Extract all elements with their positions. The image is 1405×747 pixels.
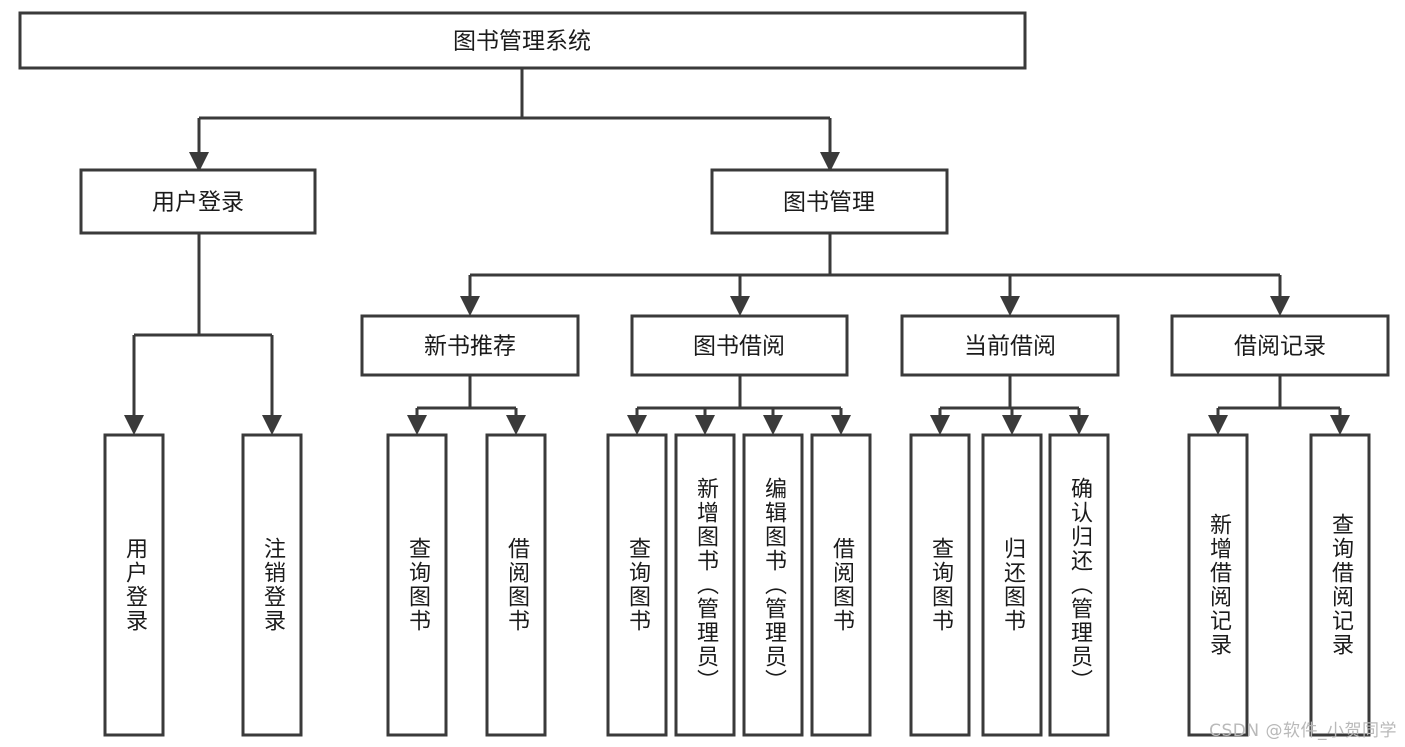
leaf-node-box[interactable]: [981, 433, 1043, 737]
node-user-login-box[interactable]: [79, 168, 317, 235]
leaf-node-box[interactable]: [742, 433, 804, 737]
node-book-borrow-label: 图书借阅: [693, 334, 785, 360]
edge-root-bus: [197, 68, 832, 152]
node-current-borrow-box[interactable]: [900, 314, 1120, 377]
node-book-management-box[interactable]: [710, 168, 949, 235]
leaf-node-box[interactable]: [1309, 433, 1371, 737]
arrow-rec-add: [1208, 415, 1228, 435]
arrow-rec-query: [1330, 415, 1350, 435]
node-new-book-recommend-label: 新书推荐: [424, 334, 516, 360]
edge-new-book-bus: [415, 375, 518, 418]
arrow-to-new-book: [460, 296, 480, 316]
edge-user-login-bus: [132, 233, 274, 415]
leaf-box-layer: [103, 433, 1371, 737]
connector-layer: [124, 68, 1350, 435]
leaf-node-box[interactable]: [386, 433, 448, 737]
edge-record-bus: [1216, 375, 1342, 418]
arrow-to-user-login: [189, 152, 209, 172]
node-root-label: 图书管理系统: [453, 29, 591, 55]
leaf-node-box[interactable]: [103, 433, 165, 737]
leaf-node-box[interactable]: [606, 433, 668, 737]
arrow-to-current-borrow: [1000, 296, 1020, 316]
arrow-bl-query: [627, 415, 647, 435]
arrow-to-borrow: [730, 296, 750, 316]
arrow-to-leaf-user-login: [124, 415, 144, 435]
arrow-bl-borrow: [831, 415, 851, 435]
arrow-to-borrow-record: [1270, 296, 1290, 316]
arrow-nb-borrow: [506, 415, 526, 435]
leaf-node-box[interactable]: [1187, 433, 1249, 737]
node-book-borrow-box[interactable]: [630, 314, 849, 377]
leaf-node-box[interactable]: [1048, 433, 1110, 737]
edge-current-borrow-bus: [938, 375, 1081, 418]
node-borrow-record-label: 借阅记录: [1234, 334, 1326, 360]
node-root-box[interactable]: [18, 11, 1027, 70]
node-user-login-label: 用户登录: [152, 190, 244, 216]
watermark: CSDN @软件_小贺同学: [1209, 721, 1397, 741]
arrow-nb-query: [407, 415, 427, 435]
leaf-node-box[interactable]: [485, 433, 547, 737]
node-book-management-label: 图书管理: [783, 190, 875, 216]
arrow-bl-edit: [763, 415, 783, 435]
node-new-book-recommend-box[interactable]: [360, 314, 580, 377]
arrow-bl-add: [695, 415, 715, 435]
arrow-to-leaf-logout: [262, 415, 282, 435]
leaf-node-box[interactable]: [674, 433, 736, 737]
arrow-cb-query: [930, 415, 950, 435]
node-borrow-record-box[interactable]: [1170, 314, 1390, 377]
leaf-node-box[interactable]: [810, 433, 872, 737]
leaf-node-box[interactable]: [909, 433, 971, 737]
leaf-node-box[interactable]: [241, 433, 303, 737]
arrow-to-book-mgmt: [820, 152, 840, 172]
node-current-borrow-label: 当前借阅: [964, 334, 1056, 360]
edge-borrow-bus: [635, 375, 843, 418]
node-layer: 图书管理系统 用户登录 图书管理 新书推荐 图书借阅 当前借阅 借阅记录: [18, 11, 1390, 377]
arrow-cb-confirm: [1069, 415, 1089, 435]
edge-book-mgmt-bus: [468, 233, 1282, 296]
arrow-cb-return: [1002, 415, 1022, 435]
